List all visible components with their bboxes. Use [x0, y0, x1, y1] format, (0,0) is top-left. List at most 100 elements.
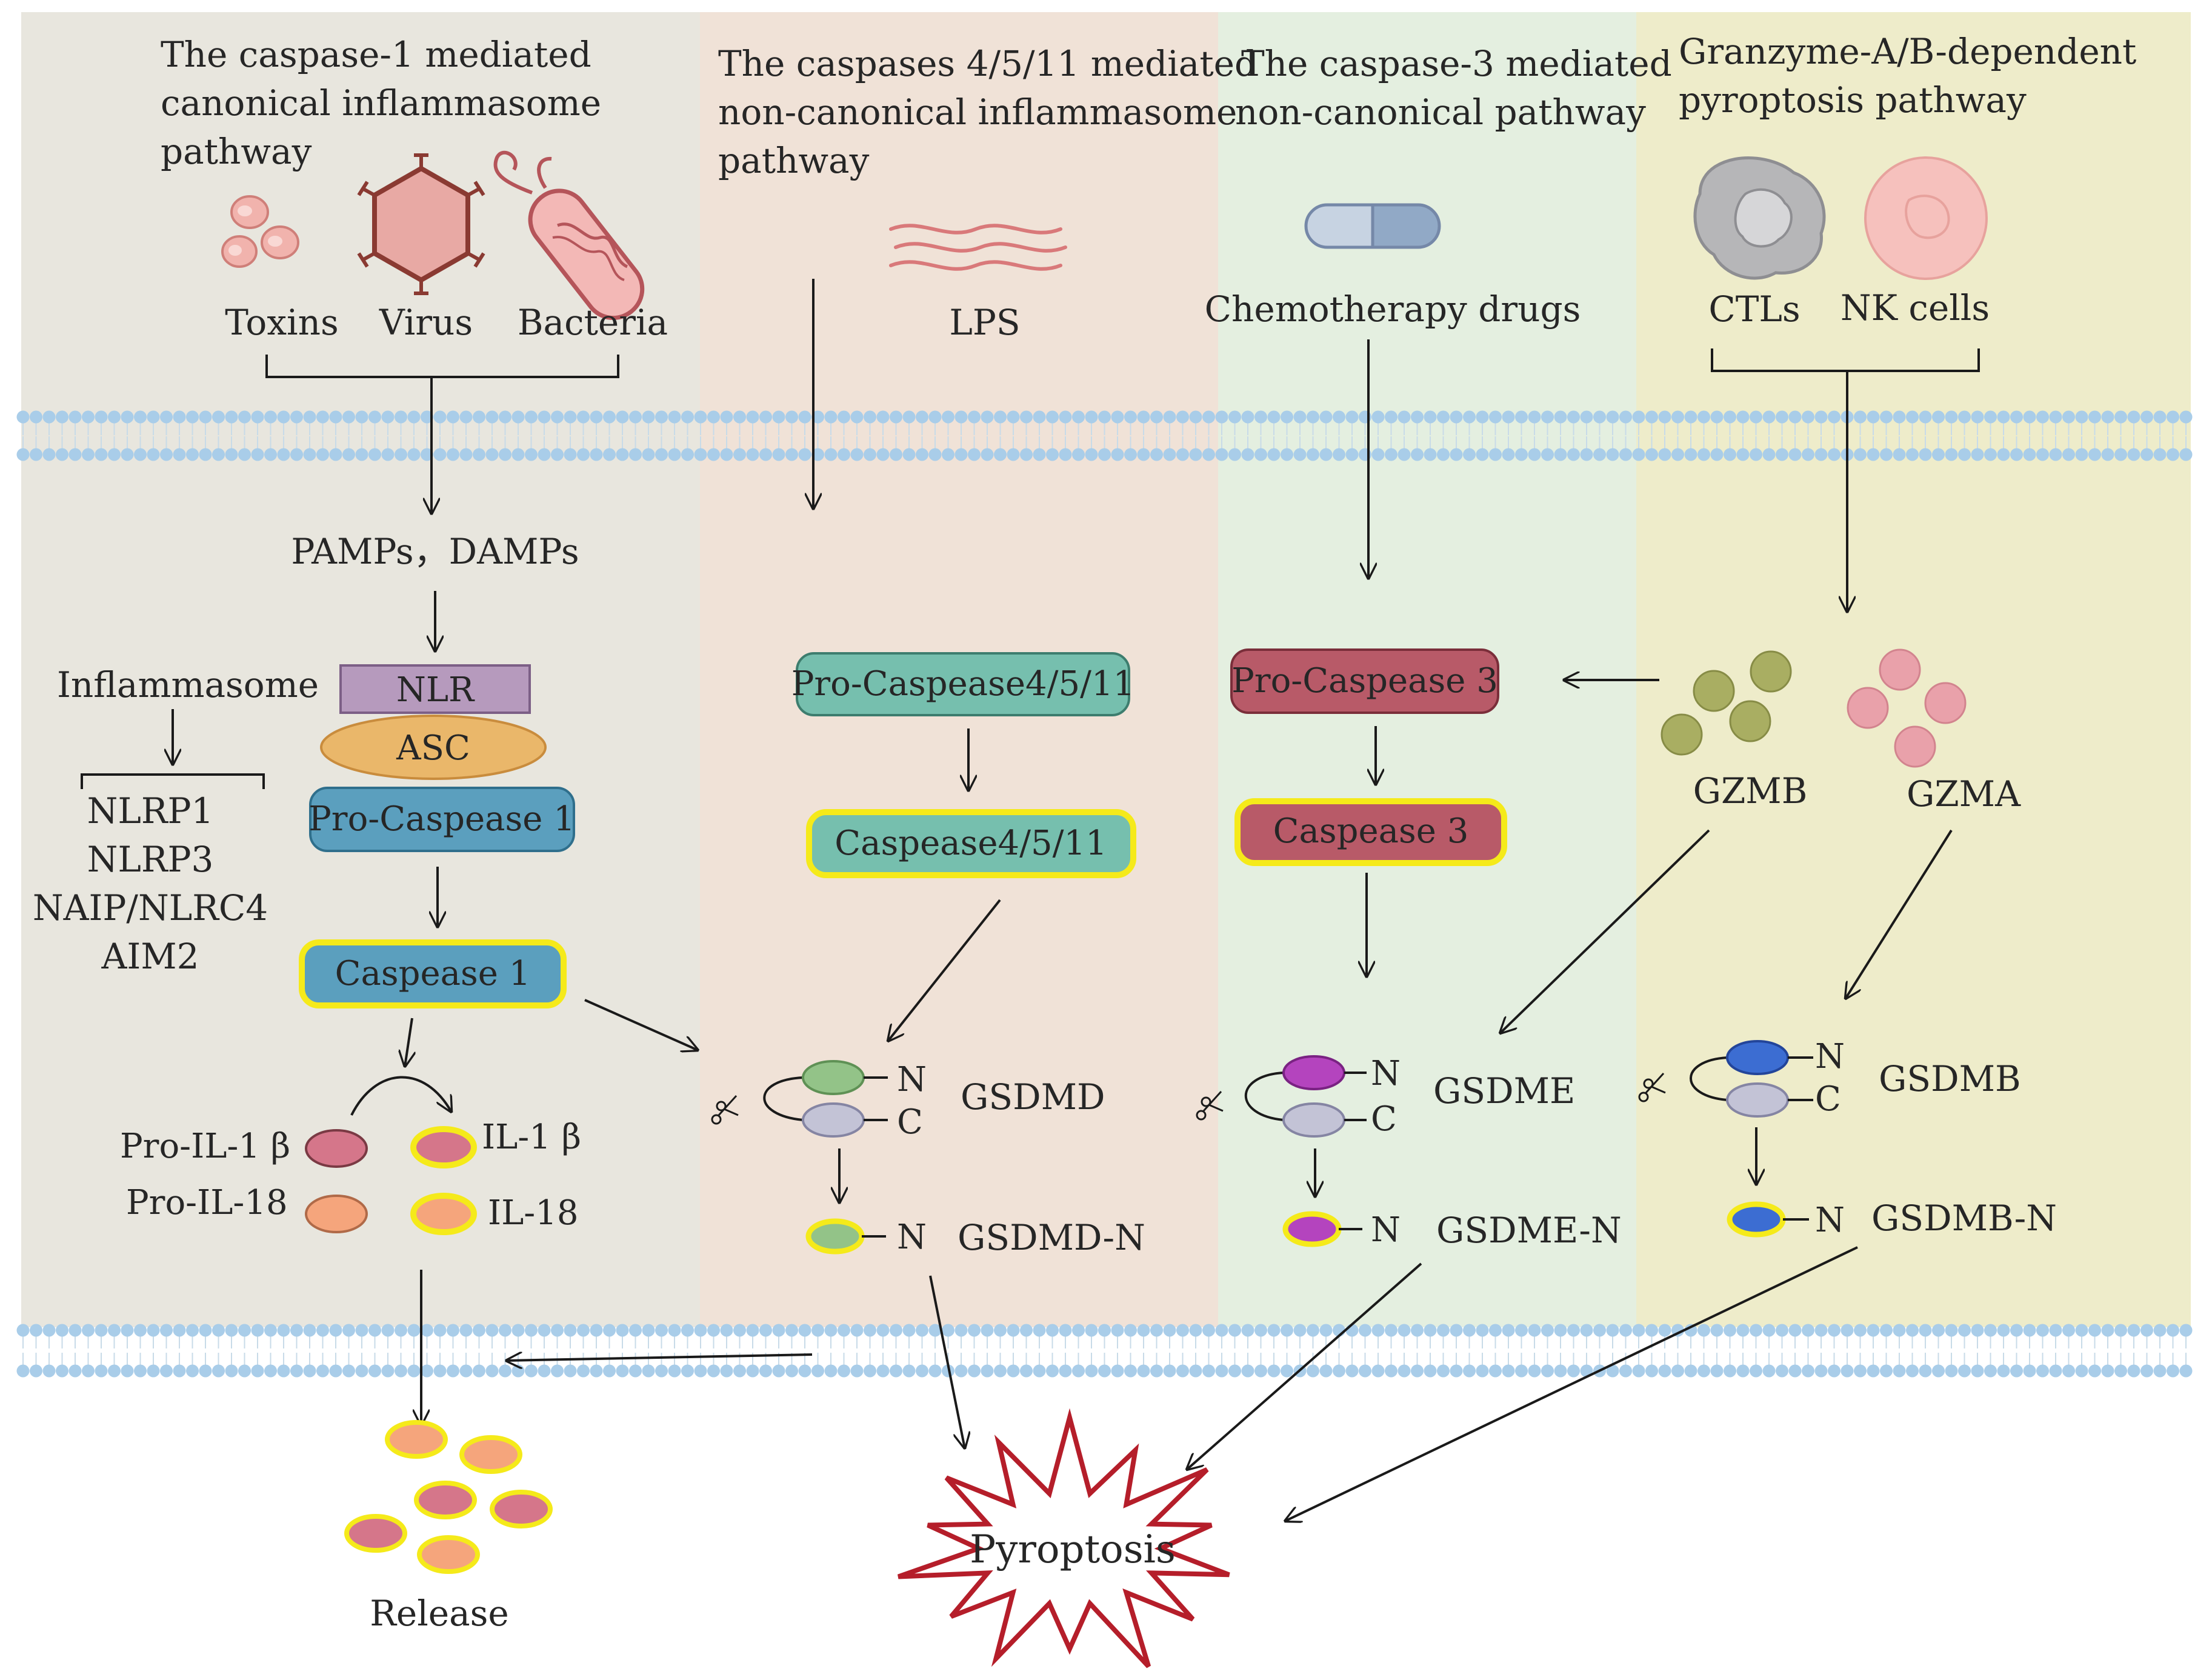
toxins-label: Toxins	[225, 302, 338, 343]
gsdme-n-to-pyroptosis-arrow	[1187, 1262, 1422, 1470]
stimuli-bracket	[265, 355, 619, 378]
inflammasome-naip-nlrc4: NAIP/NLRC4	[33, 887, 268, 928]
gsdmd-pore-to-release-arrow	[506, 1355, 813, 1361]
pro-il18-label: Pro-IL-18	[126, 1183, 288, 1222]
gsdmd-c-domain-label: C	[897, 1102, 923, 1142]
gsdmd-protein	[711, 1060, 888, 1138]
gsdme-n-label: GSDME-N	[1436, 1210, 1622, 1251]
gsdme-n-domain-label: N	[1371, 1054, 1401, 1093]
gsdme-label: GSDME	[1433, 1070, 1575, 1112]
virus-icon	[357, 153, 485, 295]
pro-il1b-ellipse	[305, 1129, 368, 1168]
asc-ellipse	[320, 715, 547, 780]
gsdmb-n-fragment-label: N	[1815, 1201, 1845, 1240]
gsdmd-label: GSDMD	[961, 1076, 1105, 1118]
gsdme-protein	[1196, 1055, 1367, 1138]
gsdmd-n-ellipse	[805, 1218, 865, 1255]
pro-il18-ellipse	[305, 1195, 368, 1233]
caspase3-title-line-2: non-canonical pathway	[1235, 92, 1646, 133]
gsdme-n-ellipse	[1282, 1211, 1342, 1247]
released-cytokines	[344, 1420, 553, 1574]
cells-bracket	[1711, 348, 1980, 372]
cell-membrane-top	[16, 410, 2193, 461]
nk-cell-icon	[1864, 156, 1988, 280]
ctls-label: CTLs	[1708, 288, 1800, 330]
canonical-title-line-1: The caspase-1 mediated	[161, 34, 591, 75]
chemotherapy-drugs-label: Chemotherapy drugs	[1205, 288, 1581, 330]
caspase4-box	[806, 809, 1136, 878]
gsdmb-label: GSDMB	[1879, 1058, 2021, 1099]
gsdmb-n-label: GSDMB-N	[1871, 1198, 2057, 1239]
pro-il1b-label: Pro-IL-1 β	[120, 1127, 290, 1166]
noncanonical-title-line-2: non-canonical inflammasome	[718, 92, 1237, 133]
virus-label: Virus	[379, 302, 473, 343]
scissors-icon	[1638, 1072, 1666, 1102]
il1b-maturation-arrow	[350, 1076, 451, 1116]
il1b-label: IL-1 β	[482, 1118, 581, 1157]
bacteria-label: Bacteria	[518, 302, 668, 343]
inflammasome-label: Inflammasome	[57, 664, 319, 705]
caspase1-to-gsdmd-arrow	[584, 999, 698, 1050]
pro-caspase4-box	[796, 652, 1130, 716]
caspase4-label: Caspease4/5/11	[834, 824, 1107, 863]
inflammasome-aim2: AIM2	[101, 936, 199, 977]
pyroptosis-burst	[897, 1408, 1230, 1668]
pamps-damps-label: PAMPs，DAMPs	[291, 531, 579, 572]
gzmb-granules	[1661, 650, 1792, 756]
gsdmb-n-domain-label: N	[1815, 1037, 1845, 1076]
gzma-label: GZMA	[1907, 773, 2021, 815]
inflammasome-bracket	[81, 773, 265, 789]
asc-label: ASC	[396, 728, 470, 768]
toxins-icon	[221, 195, 299, 268]
gsdmd-n-fragment-label: N	[897, 1218, 927, 1257]
gsdme-c-domain-label: C	[1371, 1099, 1397, 1139]
bacteria-icon	[493, 150, 645, 321]
nk-cells-label: NK cells	[1841, 287, 1990, 328]
pro-caspase4-label: Pro-Caspease4/5/11	[791, 664, 1135, 704]
gsdmb-protein	[1638, 1040, 1813, 1118]
scissors-icon	[1196, 1090, 1224, 1121]
gzmb-label: GZMB	[1693, 770, 1808, 812]
capsule-drug-icon	[1304, 203, 1441, 249]
gsdmd-n-domain-label: N	[897, 1060, 927, 1099]
canonical-title-line-3: pathway	[161, 131, 312, 172]
gzma-to-gsdmb-arrow	[1845, 829, 1953, 999]
cell-membrane-bottom	[16, 1324, 2193, 1378]
caspase3-label: Caspease 3	[1273, 812, 1469, 851]
gsdme-n-fragment-label: N	[1371, 1210, 1401, 1250]
gzma-granules	[1847, 648, 1967, 768]
pro-caspase3-box	[1230, 648, 1499, 714]
pro-caspase1-box	[309, 787, 575, 852]
gsdmb-n-to-pyroptosis-arrow	[1285, 1246, 1858, 1521]
granzyme-title-line-1: Granzyme-A/B-dependent	[1679, 31, 2136, 72]
release-label: Release	[370, 1593, 509, 1634]
lps-icon	[889, 224, 1067, 271]
caspase4-to-gsdmd-arrow	[888, 899, 1001, 1041]
scissors-icon	[711, 1095, 739, 1125]
lps-label: LPS	[949, 302, 1020, 343]
pro-caspase1-label: Pro-Caspease 1	[308, 799, 575, 839]
inflammasome-nlrp1: NLRP1	[87, 790, 214, 832]
gsdmb-n-ellipse	[1727, 1201, 1786, 1238]
gzmb-to-gsdme-arrow	[1500, 829, 1710, 1033]
gsdmd-n-label: GSDMD-N	[958, 1217, 1145, 1258]
caspase1-box	[299, 939, 567, 1008]
caspase1-to-cytokines-arrow	[405, 1018, 412, 1067]
il18-label: IL-18	[488, 1193, 579, 1233]
canonical-title-line-2: canonical inflammasome	[161, 82, 601, 124]
caspase3-box	[1234, 798, 1507, 866]
noncanonical-title-line-1: The caspases 4/5/11 mediated	[718, 43, 1257, 84]
gsdmb-c-domain-label: C	[1815, 1079, 1841, 1119]
inflammasome-nlrp3: NLRP3	[87, 839, 214, 880]
caspase3-title-line-1: The caspase-3 mediated	[1241, 43, 1672, 84]
noncanonical-title-line-3: pathway	[718, 140, 870, 181]
il18-ellipse	[410, 1193, 477, 1235]
gsdmd-n-to-pyroptosis-arrow	[929, 1275, 965, 1448]
caspase1-label: Caspease 1	[335, 954, 531, 993]
pro-caspase3-label: Pro-Caspease 3	[1231, 661, 1498, 701]
pyroptosis-label: Pyroptosis	[970, 1527, 1176, 1572]
nlr-label: NLR	[396, 670, 475, 710]
ctl-cell-icon	[1693, 156, 1826, 280]
il1b-ellipse	[410, 1126, 477, 1168]
